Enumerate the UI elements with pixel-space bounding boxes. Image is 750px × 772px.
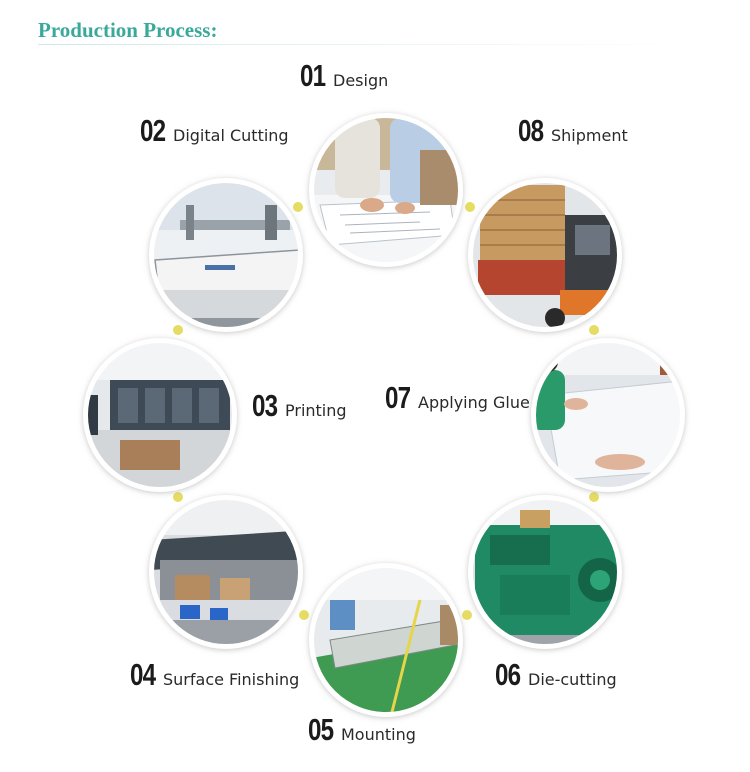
step-name: Surface Finishing bbox=[163, 670, 300, 689]
step-number: 08 bbox=[518, 113, 544, 148]
step-number: 06 bbox=[495, 657, 521, 692]
step-08-label: 08 Shipment bbox=[518, 113, 628, 149]
step-number: 01 bbox=[300, 58, 326, 93]
step-01-label: 01 Design bbox=[300, 58, 388, 94]
step-04-label: 04 Surface Finishing bbox=[130, 657, 299, 693]
step-number: 04 bbox=[130, 657, 156, 692]
step-name: Design bbox=[333, 71, 389, 90]
connector-dots bbox=[173, 202, 599, 620]
mounting-line-photo-icon bbox=[309, 563, 463, 717]
page-title: Production Process: bbox=[38, 18, 218, 42]
die-cutter-photo-icon bbox=[468, 495, 622, 649]
step-03-label: 03 Printing bbox=[252, 388, 347, 424]
title-divider bbox=[38, 44, 688, 45]
step-06-label: 06 Die-cutting bbox=[495, 657, 617, 693]
step-number: 07 bbox=[385, 380, 411, 415]
step-name: Applying Glue bbox=[418, 393, 530, 412]
step-number: 05 bbox=[308, 712, 334, 747]
step-07-label: 07 Applying Glue bbox=[385, 380, 530, 416]
step-number: 03 bbox=[252, 388, 278, 423]
glue-table-photo-icon bbox=[531, 338, 685, 492]
design-photo-icon bbox=[309, 113, 463, 267]
cutting-machine-photo-icon bbox=[149, 178, 303, 332]
step-05-label: 05 Mounting bbox=[308, 712, 416, 748]
step-name: Printing bbox=[285, 401, 347, 420]
finishing-line-photo-icon bbox=[149, 495, 303, 649]
step-number: 02 bbox=[140, 113, 166, 148]
step-02-label: 02 Digital Cutting bbox=[140, 113, 289, 149]
forklift-photo-icon bbox=[468, 178, 622, 332]
step-name: Mounting bbox=[341, 725, 416, 744]
step-name: Digital Cutting bbox=[173, 126, 289, 145]
step-name: Shipment bbox=[551, 126, 628, 145]
printing-press-photo-icon bbox=[83, 338, 237, 492]
step-name: Die-cutting bbox=[528, 670, 617, 689]
